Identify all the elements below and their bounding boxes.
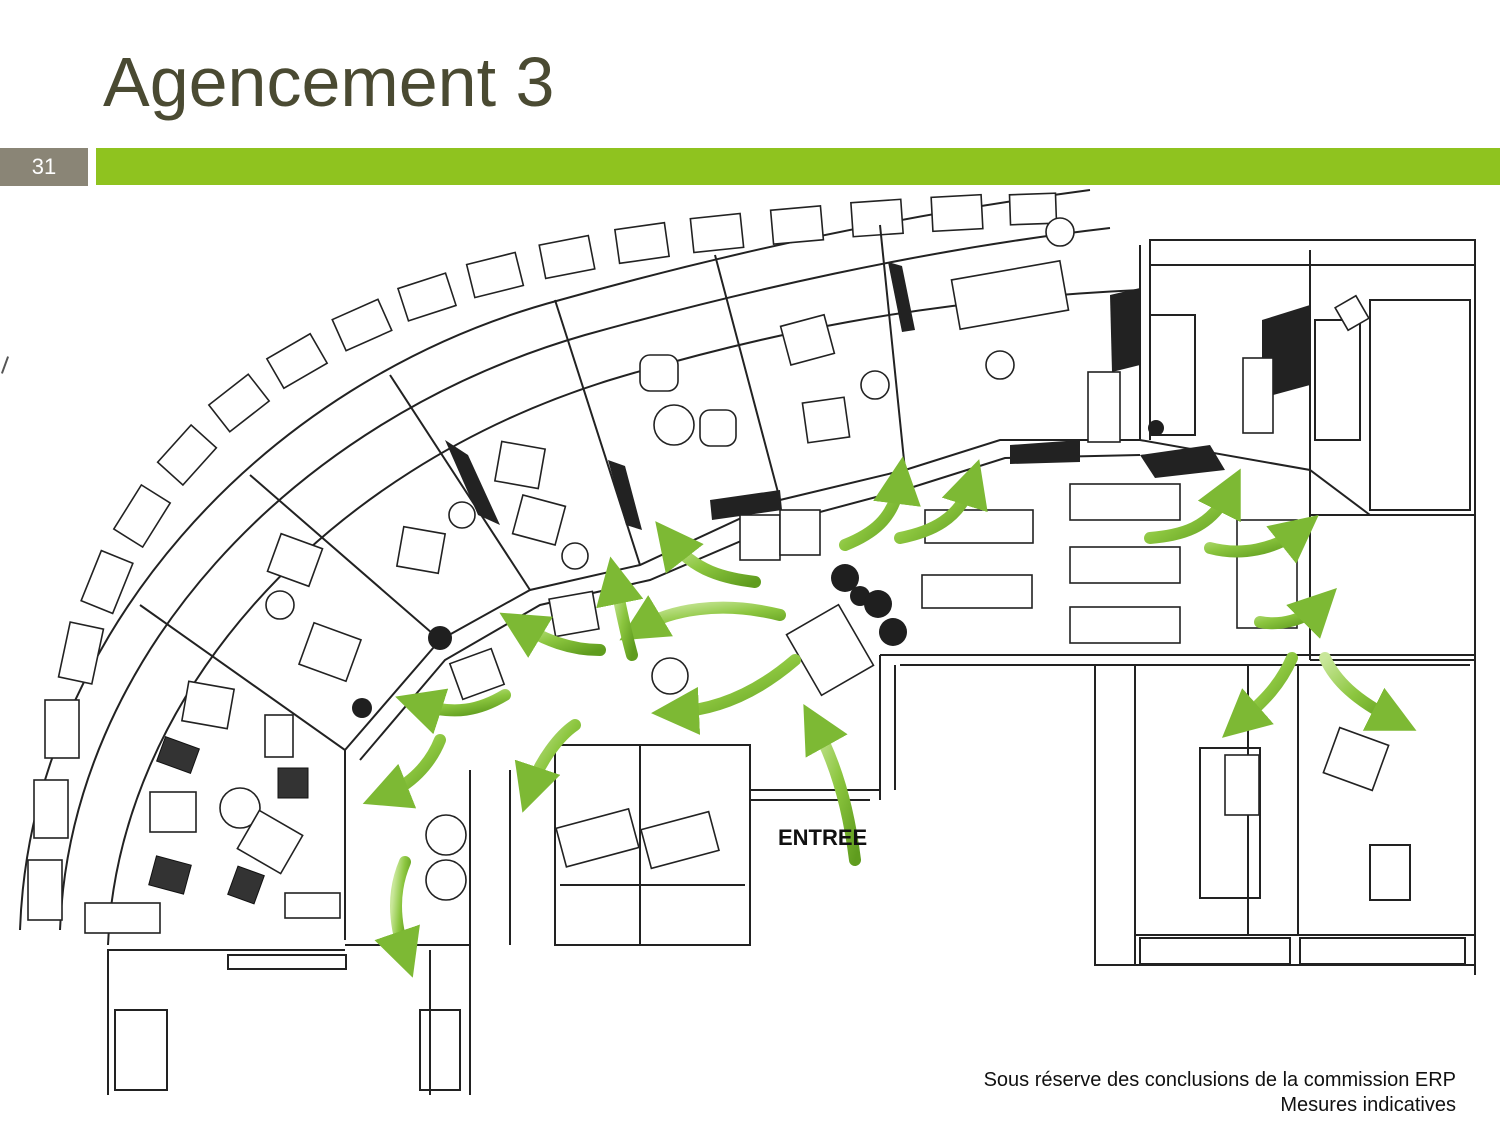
seating — [149, 217, 1390, 901]
slide-title: Agencement 3 — [103, 43, 555, 121]
plants — [352, 420, 1164, 718]
dark-panels — [445, 262, 1310, 530]
window-row — [27, 192, 1058, 921]
disclaimer-line-2: Mesures indicatives — [1280, 1094, 1456, 1116]
title-accent-bar — [96, 148, 1500, 185]
disclaimer-line-1: Sous réserve des conclusions de la commi… — [983, 1069, 1456, 1091]
office-partitions — [139, 224, 1371, 940]
entrance-label: ENTREE — [778, 825, 868, 850]
lower-rooms — [107, 655, 896, 1095]
slide-number: 31 — [0, 148, 88, 186]
circulation-arrows — [362, 456, 1417, 978]
disclaimer: Sous réserve des conclusions de la commi… — [984, 1068, 1456, 1118]
dark-chairs — [148, 735, 309, 905]
floor-plan — [19, 189, 1476, 1095]
